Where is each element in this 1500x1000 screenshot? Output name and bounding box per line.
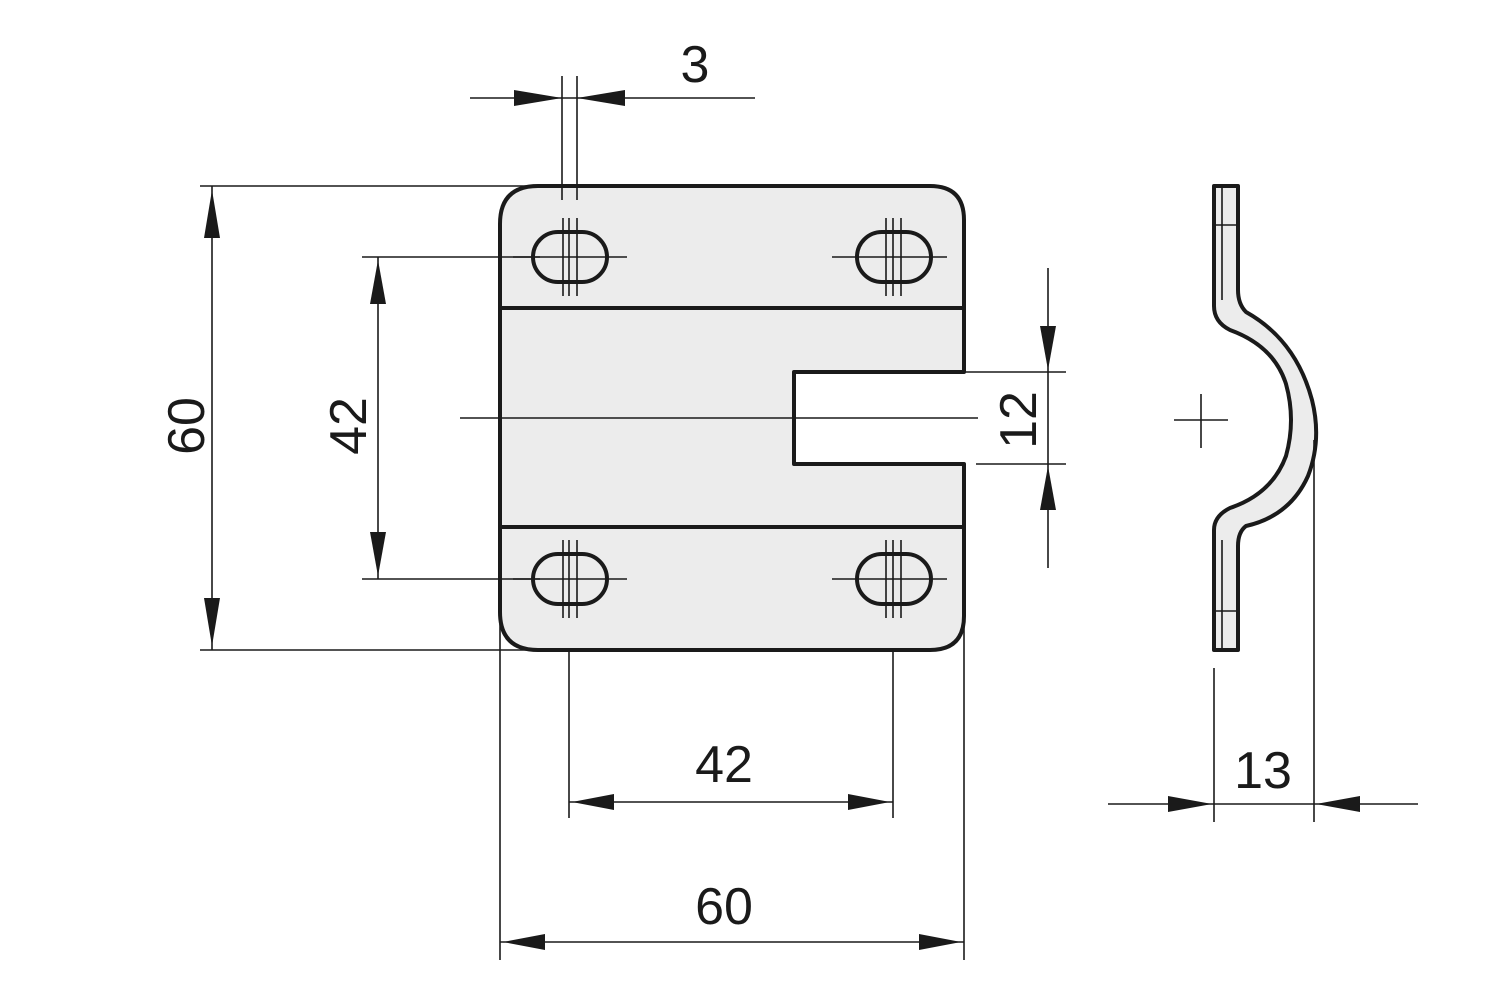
dimension-label-gap-width: 12 (990, 391, 1048, 449)
dimension-label-overall-height: 60 (158, 397, 216, 455)
dimension-side-depth: 13 (1108, 440, 1418, 822)
plate-front-view (460, 184, 978, 652)
hole-top-left (513, 218, 627, 296)
dimension-overall-height: 60 (158, 185, 530, 651)
dimension-label-slot-width: 3 (681, 36, 710, 94)
dimension-label-overall-width: 60 (695, 878, 753, 936)
dimension-hole-spacing-vertical: 42 (320, 256, 540, 580)
side-profile (1212, 184, 1319, 652)
dimension-slot-width: 3 (470, 36, 755, 200)
dimension-label-side-depth: 13 (1234, 742, 1292, 800)
dimension-overall-width: 60 (499, 624, 965, 960)
dimension-label-hole-spacing-vertical: 42 (320, 397, 378, 455)
dimension-label-hole-spacing-horizontal: 42 (695, 736, 753, 794)
hole-bottom-right (832, 540, 947, 618)
hole-top-right (832, 218, 947, 296)
dimension-gap-width: 12 (964, 268, 1066, 568)
plate-side-view (1174, 184, 1319, 652)
dimension-hole-spacing-horizontal: 42 (568, 648, 894, 818)
